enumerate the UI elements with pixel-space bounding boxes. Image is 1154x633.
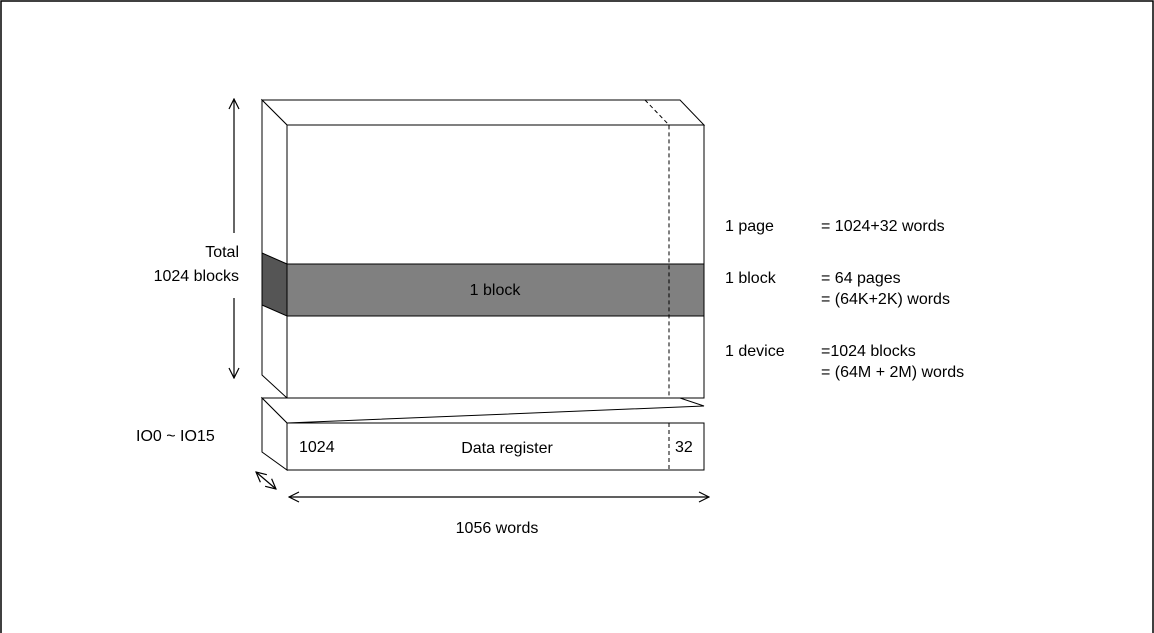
total-label-line1: Total	[205, 244, 239, 261]
definition-device-value-line1: =1024 blocks	[821, 343, 916, 360]
definition-block-value-line2: = (64K+2K) words	[821, 291, 950, 308]
register-front-face	[286, 422, 705, 471]
register-right-value: 32	[675, 439, 693, 456]
width-label: 1056 words	[456, 520, 539, 537]
total-label-line2: 1024 blocks	[154, 268, 239, 285]
register-top-face	[260, 397, 705, 424]
register-left-value: 1024	[299, 439, 335, 456]
io-depth-arrow	[256, 472, 276, 489]
block-front-shade	[286, 263, 705, 317]
block-label: 1 block	[470, 282, 522, 299]
array-side-face	[261, 98, 288, 400]
register-title: Data register	[461, 440, 553, 457]
io-label: IO0 ~ IO15	[136, 428, 215, 445]
definition-page-value: = 1024+32 words	[821, 218, 945, 235]
data-register-box	[260, 396, 705, 471]
array-front-face	[286, 124, 705, 399]
definition-page-term: 1 page	[725, 218, 774, 235]
definition-block-term: 1 block	[725, 270, 777, 287]
memory-array-box	[260, 98, 706, 400]
block-side-shade	[261, 252, 288, 317]
definition-block-value-line1: = 64 pages	[821, 270, 901, 287]
definition-device-term: 1 device	[725, 343, 785, 360]
definition-device-value-line2: = (64M + 2M) words	[821, 364, 964, 381]
array-top-face	[260, 99, 706, 126]
